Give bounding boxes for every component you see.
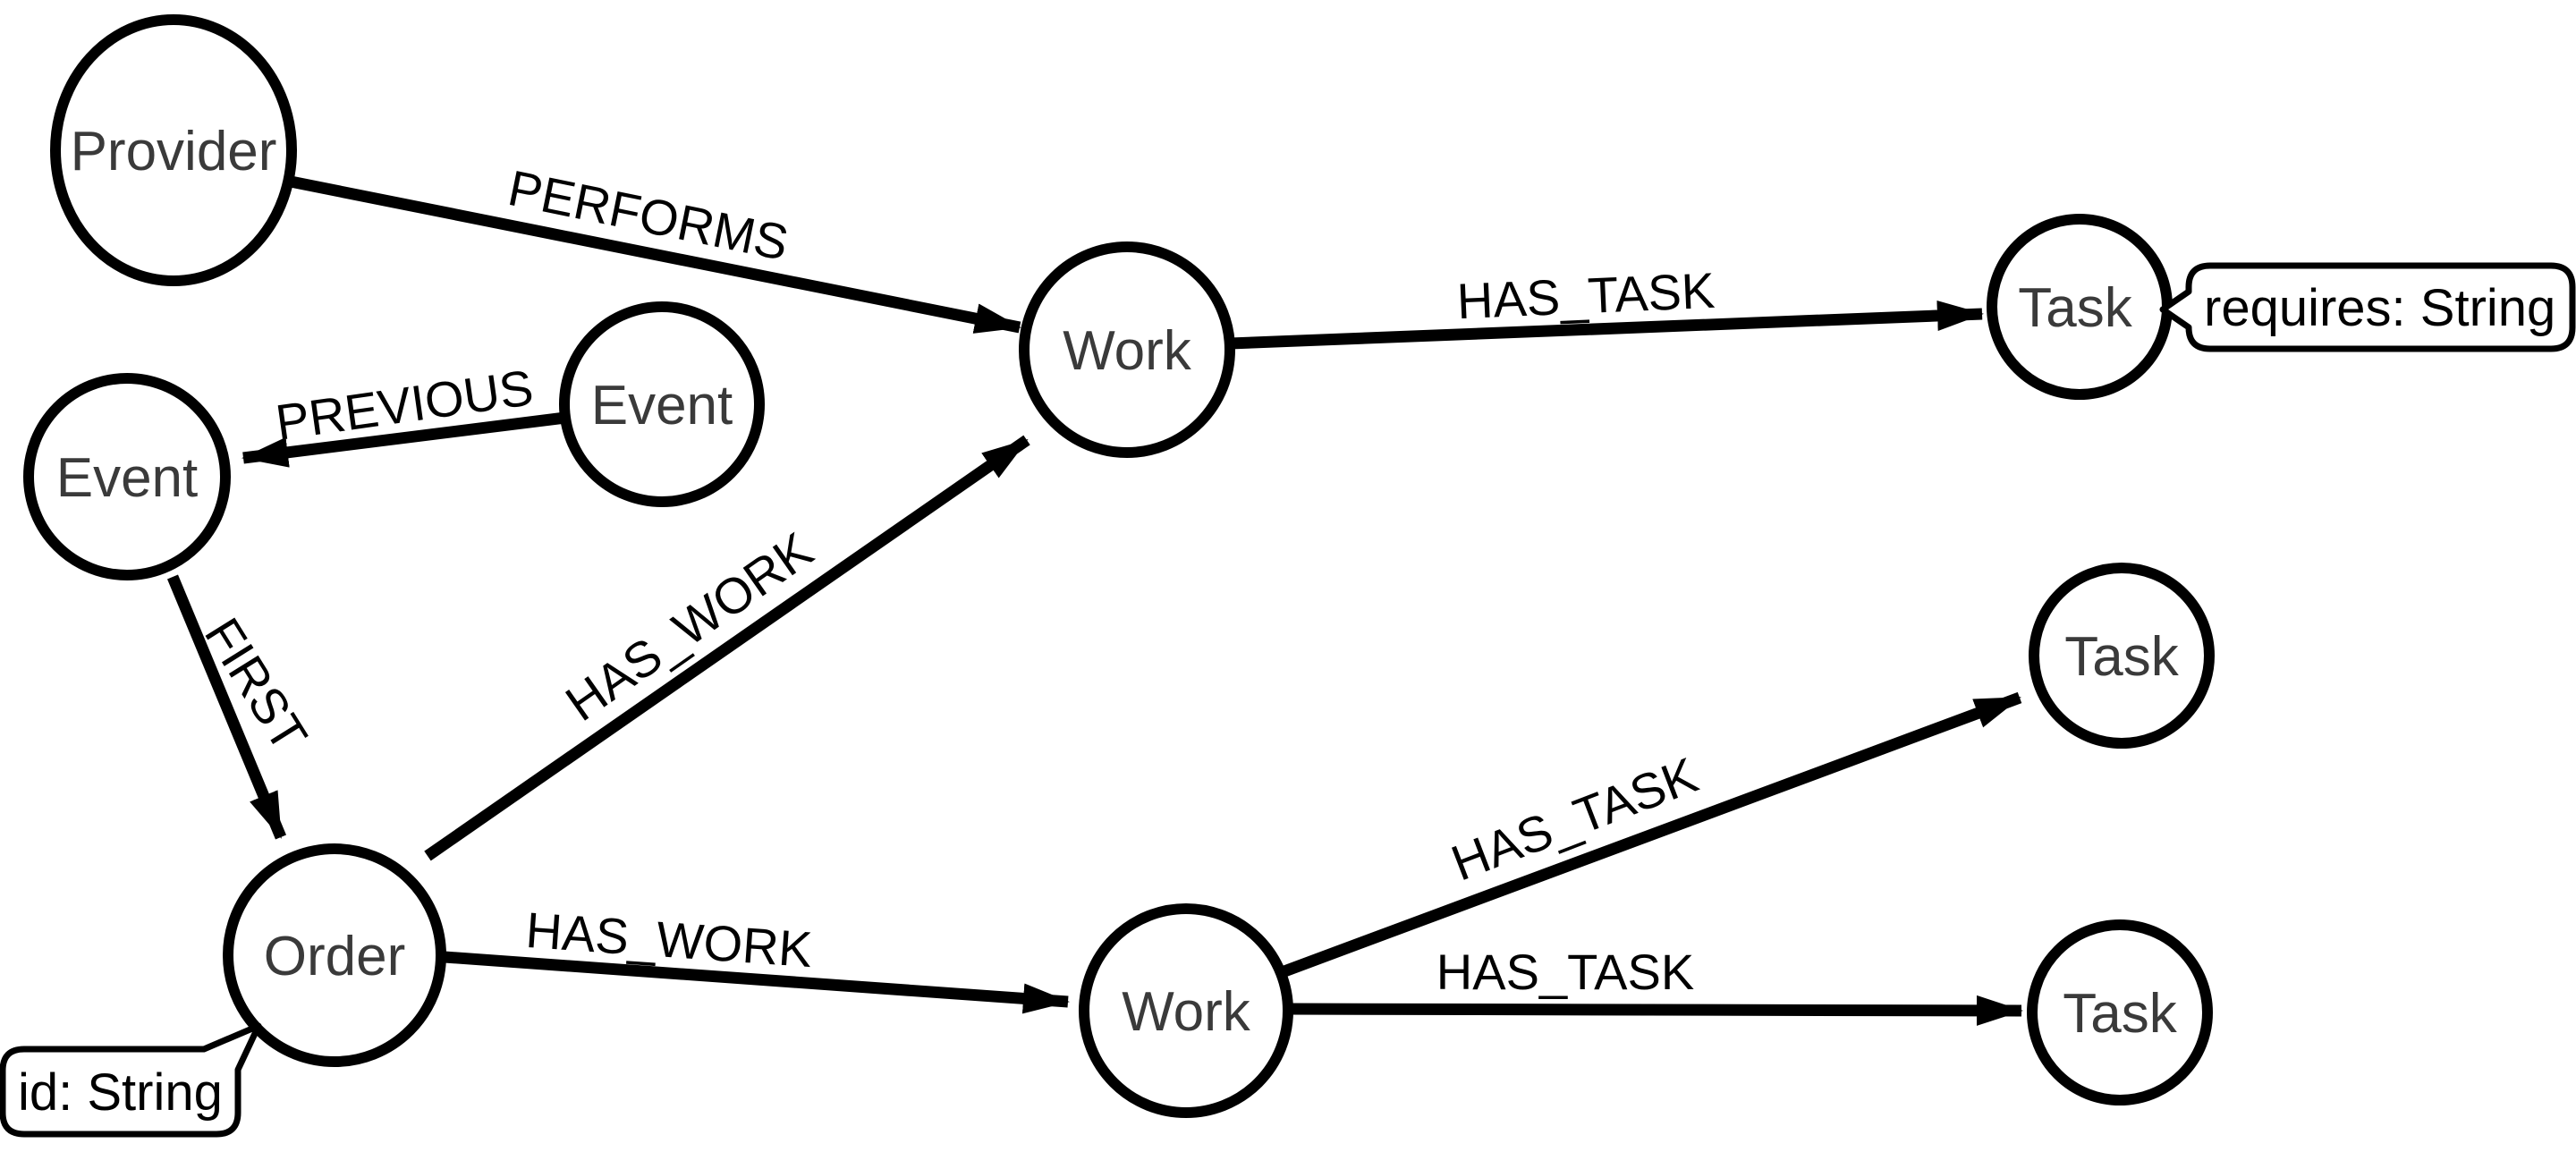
edge-label-has-task-top: HAS_TASK	[1456, 262, 1716, 330]
edge-label-has-work-top: HAS_WORK	[555, 521, 823, 732]
node-task-top: Task	[1987, 214, 2173, 400]
edge-label-has-task-bottom: HAS_TASK	[1436, 944, 1694, 1000]
node-label-task-middle: Task	[2064, 626, 2179, 688]
node-event-left: Event	[23, 373, 231, 580]
edge-has-task-middle: HAS_TASK	[1282, 691, 2022, 978]
provider-circle	[50, 14, 297, 286]
event-right-circle	[559, 301, 765, 507]
has-work-top-arrow	[424, 435, 1030, 861]
previous-arrow	[242, 411, 566, 468]
task-bottom-circle	[2027, 919, 2213, 1105]
work-top-circle	[1019, 241, 1235, 458]
event-left-circle	[23, 373, 231, 580]
node-label-event-right: Event	[591, 375, 733, 436]
has-task-bottom-arrow	[1287, 995, 2023, 1026]
order-circle	[223, 843, 446, 1067]
work-bottom-circle	[1079, 903, 1293, 1118]
callout-order-id: id: String	[0, 1022, 262, 1138]
performs-arrow	[289, 175, 1021, 334]
node-label-task-top: Task	[2018, 277, 2132, 339]
has-task-top-arrow	[1229, 300, 1984, 350]
node-work-bottom: Work	[1079, 903, 1293, 1118]
callout-task-requires: requires: String	[2159, 262, 2576, 352]
node-label-event-left: Event	[56, 447, 199, 509]
callout-text-task-requires: requires: String	[2204, 279, 2555, 337]
edge-has-task-bottom: HAS_TASK	[1287, 944, 2023, 1026]
node-label-order: Order	[264, 926, 405, 987]
node-work-top: Work	[1019, 241, 1235, 458]
edge-previous: PREVIOUS	[242, 359, 566, 468]
callout-text-order-id: id: String	[18, 1063, 223, 1122]
node-label-work-bottom: Work	[1122, 981, 1251, 1043]
edge-first: FIRST	[166, 574, 318, 840]
node-task-middle: Task	[2029, 563, 2215, 749]
edge-has-work-top: HAS_WORK	[424, 435, 1030, 861]
node-label-work-top: Work	[1063, 320, 1192, 382]
first-arrow	[166, 574, 287, 840]
node-task-bottom: Task	[2027, 919, 2213, 1105]
node-label-task-bottom: Task	[2063, 983, 2177, 1045]
order-id-bubble	[0, 1022, 262, 1138]
task-middle-circle	[2029, 563, 2215, 749]
node-label-provider: Provider	[71, 121, 277, 182]
task-requires-bubble	[2159, 262, 2576, 352]
has-work-bottom-arrow	[444, 951, 1070, 1014]
node-event-right: Event	[559, 301, 765, 507]
node-order: Order	[223, 843, 446, 1067]
edge-has-task-top: HAS_TASK	[1229, 262, 1984, 350]
has-task-middle-arrow	[1282, 691, 2022, 978]
node-provider: Provider	[50, 14, 297, 286]
edge-has-work-bottom: HAS_WORK	[444, 902, 1070, 1014]
